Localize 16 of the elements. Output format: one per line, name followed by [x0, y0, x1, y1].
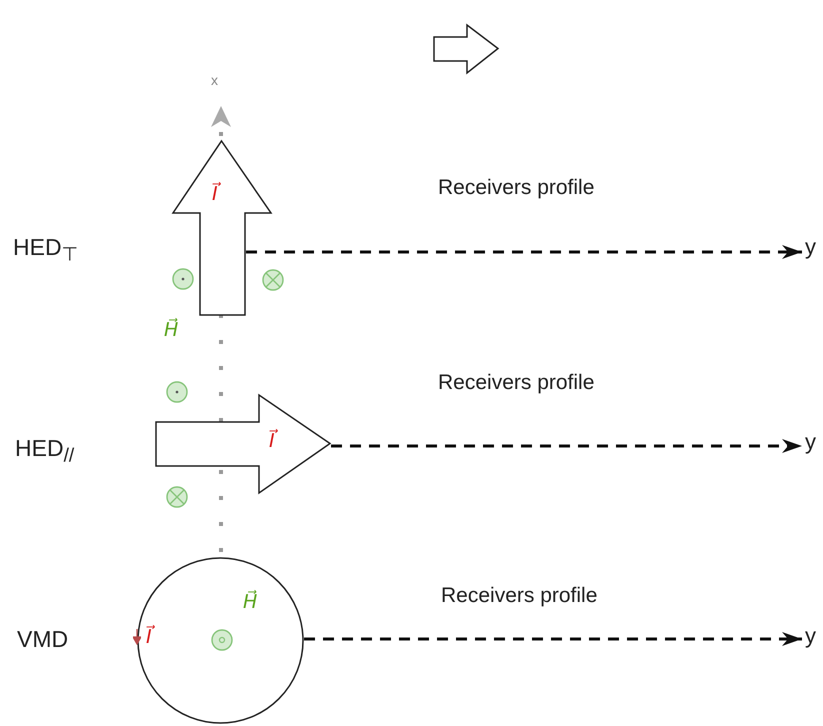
axis-label: y — [805, 625, 823, 649]
current-arrow — [172, 140, 272, 316]
profile-label: Receivers profile — [438, 372, 594, 393]
dashed-arrow — [246, 245, 802, 259]
source-label: HED$_{//}$ — [15, 437, 74, 466]
profile-label: Receivers profile — [438, 177, 594, 198]
axis-label: y — [805, 431, 823, 455]
current-arrow — [155, 394, 331, 494]
hollow-arrow — [433, 24, 499, 74]
axis-label: x — [211, 73, 218, 87]
dashed-arrow — [331, 439, 802, 453]
dashed-arrow — [304, 632, 802, 646]
axis-label: y — [805, 236, 823, 260]
profile-label: Receivers profile — [441, 585, 598, 606]
source-label: HED$_{⊤}$ — [13, 236, 79, 265]
source-label: VMD — [17, 628, 68, 651]
